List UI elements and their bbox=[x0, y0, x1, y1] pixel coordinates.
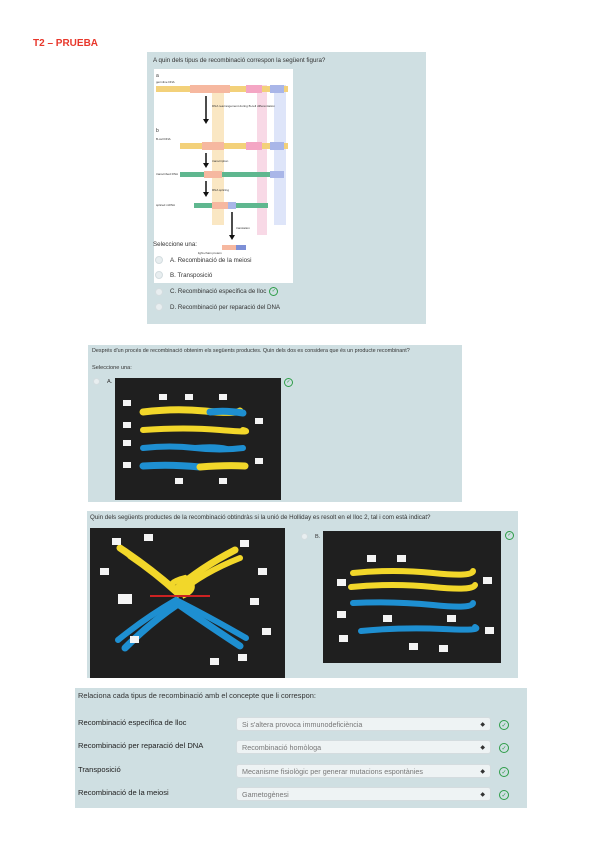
radio-icon[interactable] bbox=[155, 256, 163, 264]
match-row-3-select[interactable]: Mecanisme fisiològic per generar mutacio… bbox=[236, 764, 491, 778]
question-2-panel: Després d'un procés de recombinació obte… bbox=[88, 345, 462, 502]
product-a-photo bbox=[115, 378, 281, 500]
match-row-1-label: Recombinació específica de lloc bbox=[78, 718, 187, 727]
question-4-text: Relaciona cada tipus de recombinació amb… bbox=[78, 691, 316, 700]
match-row-3-label: Transposició bbox=[78, 765, 121, 774]
match-row-2-label: Recombinació per reparació del DNA bbox=[78, 741, 204, 750]
figure-label-b: b bbox=[156, 128, 159, 134]
correct-check-icon: ✓ bbox=[499, 790, 509, 800]
radio-icon[interactable] bbox=[155, 287, 163, 296]
question-1-text: A quin dels tipus de recombinació corres… bbox=[153, 57, 326, 64]
select-arrow-icon: ◆ bbox=[480, 721, 485, 728]
question-4-panel: Relaciona cada tipus de recombinació amb… bbox=[75, 688, 527, 808]
figure-label-bcell: B-cell DNA bbox=[156, 137, 171, 141]
recombination-figure: a germline DNA DNA rearrangement during … bbox=[154, 69, 293, 283]
question-3-text: Quin dels següents productes de la recom… bbox=[90, 514, 431, 521]
correct-check-icon: ✓ bbox=[284, 378, 293, 387]
figure-label-germline: germline DNA bbox=[156, 80, 175, 84]
match-row-4-label: Recombinació de la meiosi bbox=[78, 788, 169, 797]
product-a-strands bbox=[123, 394, 263, 484]
match-row-1-select[interactable]: Si s'altera provoca immunodeficiència ◆ bbox=[236, 717, 491, 731]
correct-check-icon: ✓ bbox=[499, 720, 509, 730]
figure-diagram: a germline DNA DNA rearrangement during … bbox=[156, 73, 288, 255]
question-1-select-label: Seleccione una: bbox=[153, 241, 198, 248]
figure-label-spliced: spliced mRNA bbox=[156, 203, 175, 207]
question-3-panel: Quin dels següents productes de la recom… bbox=[87, 511, 518, 678]
radio-icon[interactable] bbox=[93, 378, 100, 385]
correct-check-icon: ✓ bbox=[499, 743, 509, 753]
match-row-3-value: Mecanisme fisiològic per generar mutacio… bbox=[242, 766, 423, 776]
holliday-junction-strands bbox=[100, 534, 271, 665]
correct-check-icon: ✓ bbox=[505, 531, 514, 540]
page-heading: T2 – PRUEBA bbox=[33, 38, 99, 49]
q1-option-c[interactable]: C. Recombinació específica de lloc ✓ bbox=[155, 287, 279, 296]
question-2-select-label: Seleccione una: bbox=[92, 365, 132, 371]
q1-option-a-label: A. Recombinació de la meiosi bbox=[170, 256, 252, 264]
q1-option-b-label: B. Transposició bbox=[170, 271, 213, 279]
select-arrow-icon: ◆ bbox=[480, 744, 485, 751]
q1-option-b[interactable]: B. Transposició bbox=[155, 271, 212, 279]
figure-label-transcribed: transcribed RNA bbox=[156, 172, 178, 176]
question-2-text: Després d'un procés de recombinació obte… bbox=[92, 348, 410, 354]
q2-option-a-label: A. bbox=[107, 378, 113, 385]
q2-option-a[interactable]: A. bbox=[93, 378, 112, 385]
figure-label-translation: translation bbox=[236, 226, 250, 230]
correct-check-icon: ✓ bbox=[269, 287, 279, 296]
q1-option-d-label: D. Recombinació per reparació del DNA bbox=[170, 303, 281, 311]
radio-icon[interactable] bbox=[155, 271, 163, 279]
question-1-panel: A quin dels tipus de recombinació corres… bbox=[147, 52, 426, 324]
q1-option-a[interactable]: A. Recombinació de la meiosi bbox=[155, 256, 252, 264]
match-row-1-value: Si s'altera provoca immunodeficiència bbox=[242, 719, 363, 729]
product-b-strands bbox=[337, 555, 494, 652]
q1-option-c-label: C. Recombinació específica de lloc bbox=[170, 288, 267, 295]
figure-label-transcription: transcription bbox=[212, 159, 229, 163]
q1-option-d[interactable]: D. Recombinació per reparació del DNA bbox=[155, 303, 280, 311]
select-arrow-icon: ◆ bbox=[480, 791, 485, 798]
q3-option-b-label: B. bbox=[315, 533, 321, 540]
correct-check-icon: ✓ bbox=[499, 767, 509, 777]
holliday-junction-photo bbox=[90, 528, 285, 678]
select-arrow-icon: ◆ bbox=[480, 768, 485, 775]
figure-label-splicing: RNA splicing bbox=[212, 188, 229, 192]
match-row-4-value: Gametogènesi bbox=[242, 789, 289, 799]
q3-option-b[interactable]: B. bbox=[301, 533, 320, 540]
figure-label-rearrangement: DNA rearrangement during B-cell differen… bbox=[212, 104, 275, 108]
product-b-photo bbox=[323, 531, 501, 663]
figure-label-a: a bbox=[156, 73, 159, 79]
match-row-2-value: Recombinació homòloga bbox=[242, 742, 322, 752]
radio-icon[interactable] bbox=[301, 533, 308, 540]
radio-icon[interactable] bbox=[155, 303, 163, 311]
match-row-2-select[interactable]: Recombinació homòloga ◆ bbox=[236, 740, 491, 754]
figure-label-protein: light-chain protein bbox=[198, 251, 222, 255]
match-row-4-select[interactable]: Gametogènesi ◆ bbox=[236, 787, 491, 801]
